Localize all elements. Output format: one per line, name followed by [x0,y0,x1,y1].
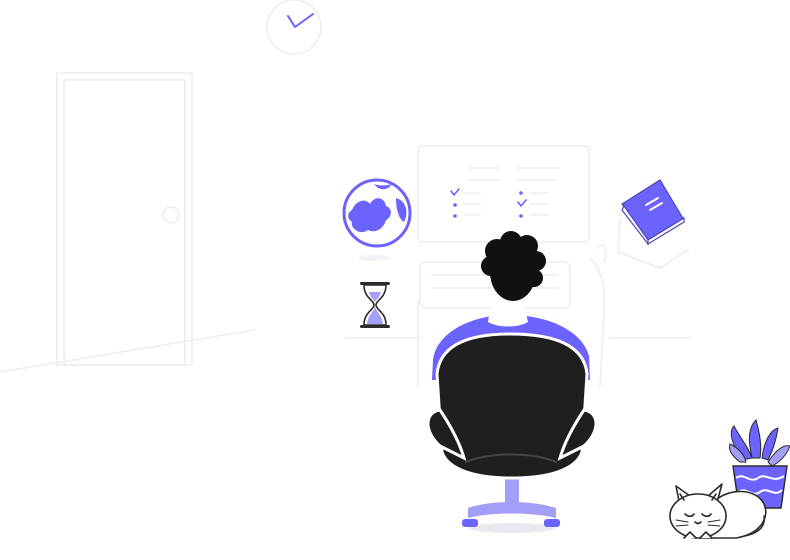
door-icon [56,72,193,366]
person-head [481,231,546,301]
wall-clock-icon [266,0,322,55]
book-icon [617,179,689,269]
floor-line [0,329,691,373]
globe-icon [342,178,412,261]
hourglass-icon [360,282,390,328]
checklist-icon [450,188,549,218]
swivel-chair [426,332,598,533]
cat-icon [669,483,767,539]
